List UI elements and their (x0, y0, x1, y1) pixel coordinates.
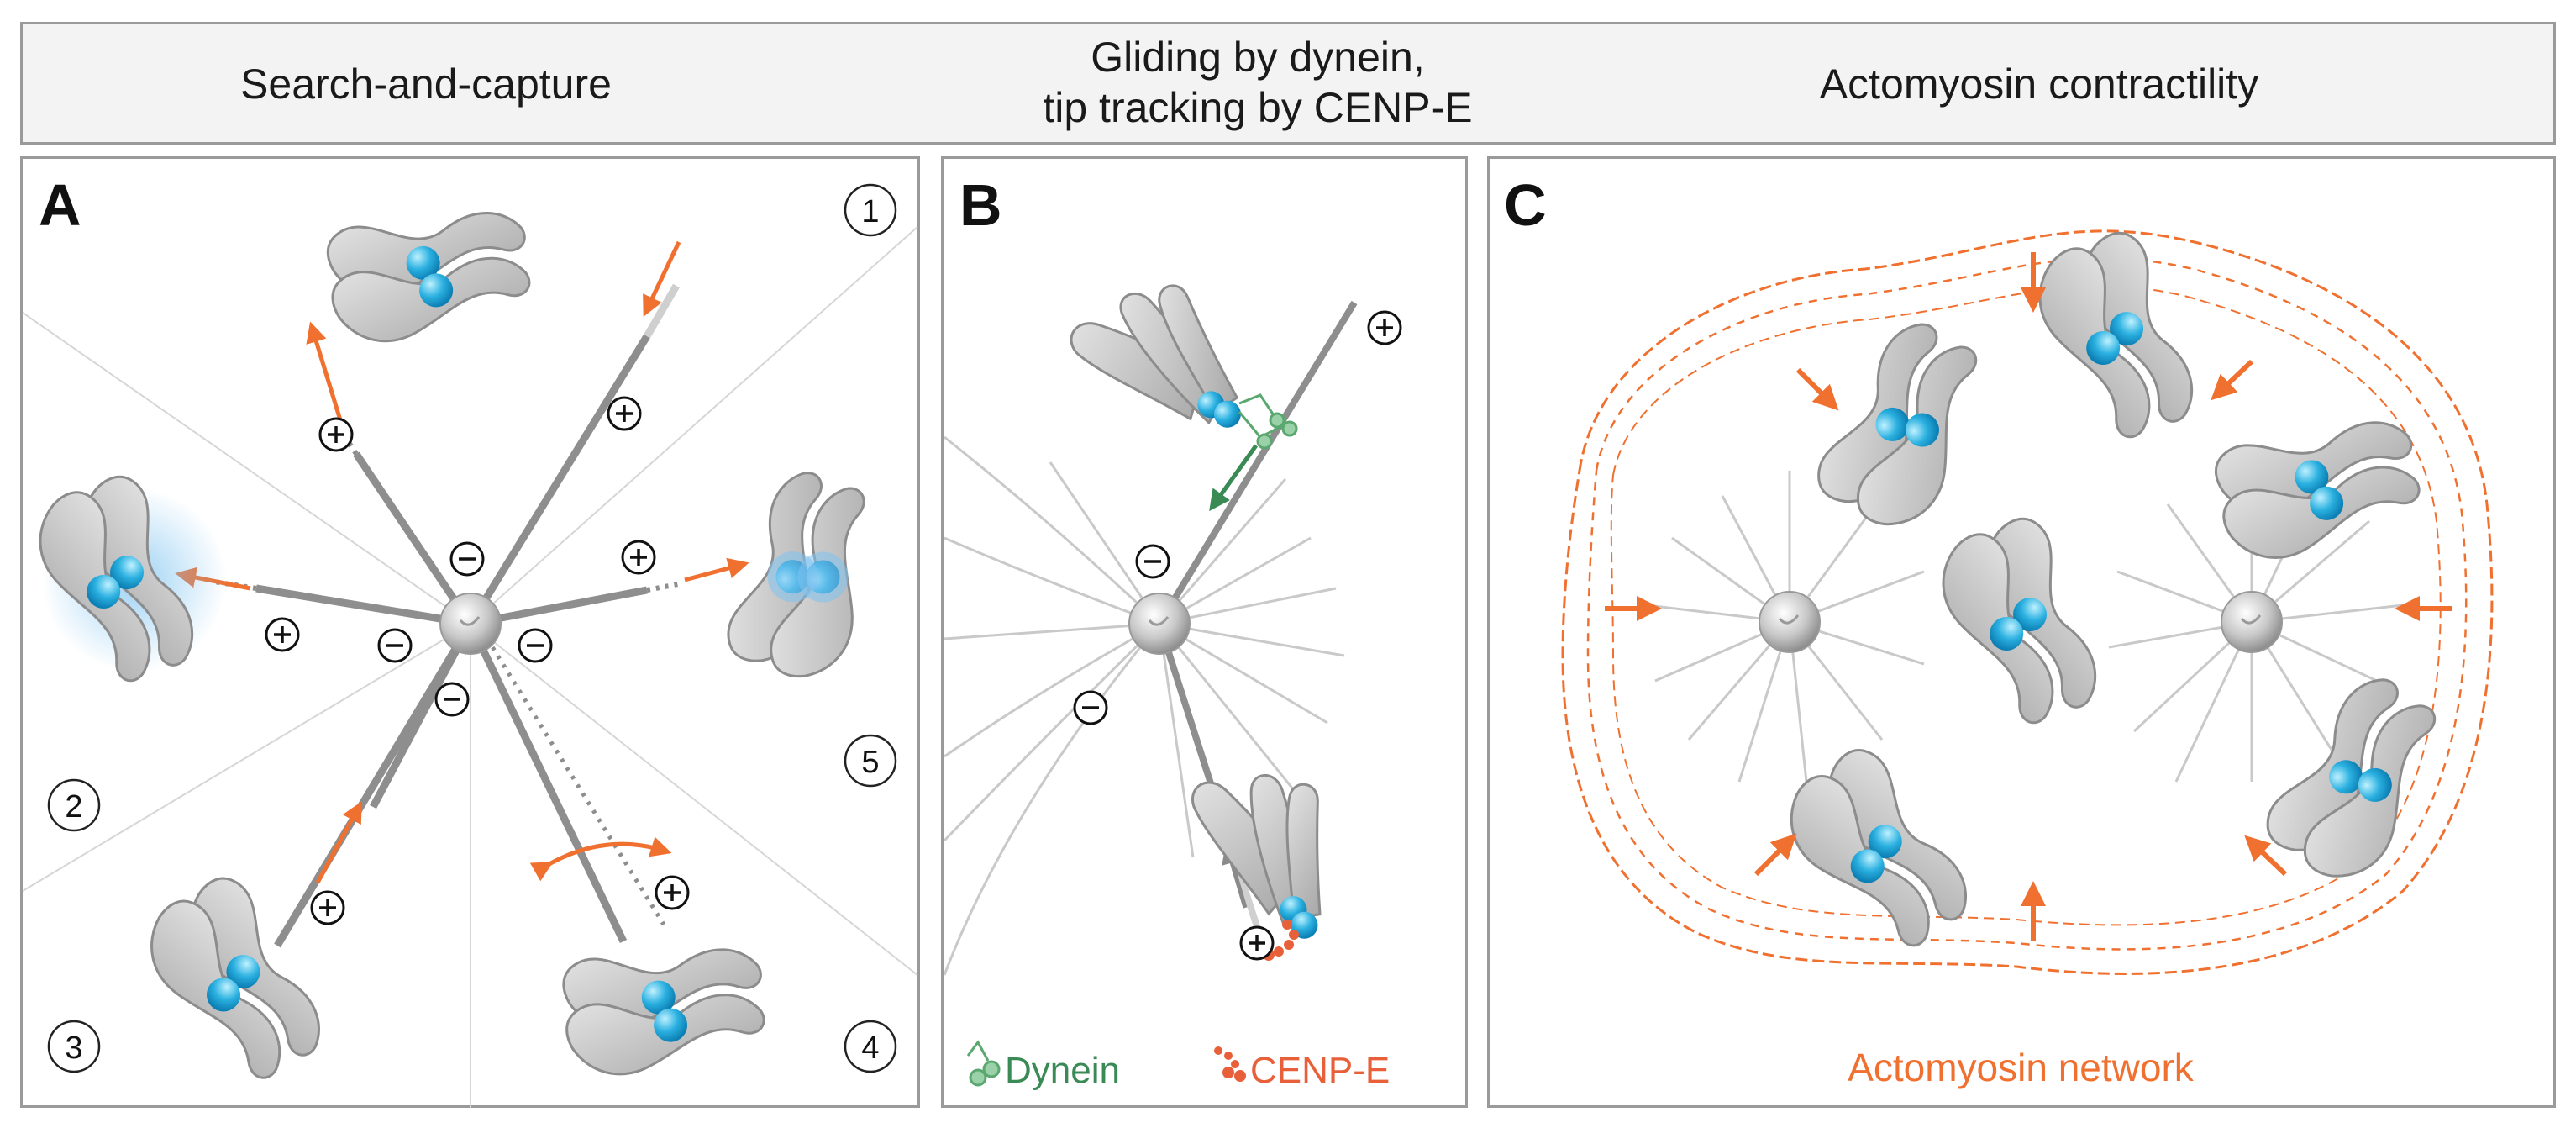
actomyosin-network-inner (1610, 285, 2442, 926)
header-gliding-line1: Gliding by dynein, (1091, 34, 1425, 81)
sector-divider (470, 226, 918, 625)
sector-marker-3: 3 (47, 1020, 101, 1073)
sector-marker-1: 1 (844, 183, 897, 237)
panel-a-drawing: A 1 2 3 4 5 (22, 172, 918, 1108)
panel-label-a: A (39, 172, 81, 238)
panel-c-drawing: C Actomyosin network (1504, 172, 2494, 1089)
sector-marker-4: 4 (844, 1020, 897, 1073)
sector-number-4: 4 (861, 1030, 879, 1066)
spindle-pole-c-right (2220, 590, 2284, 654)
sector-divider (470, 623, 918, 976)
legend-dynein-label: Dynein (1005, 1050, 1120, 1091)
plus-end-b-bottom (1239, 925, 1275, 961)
chromosome-5 (718, 463, 899, 692)
sector-marker-2: 2 (47, 778, 101, 832)
chromosome-4 (560, 946, 769, 1079)
spindle-pole-c-left (1758, 590, 1822, 654)
v-chromosome-cenpe (1170, 762, 1343, 942)
panel-b-drawing: B Dynein CENP-E (943, 172, 1402, 1091)
spindle-pole-a (439, 592, 502, 656)
dynein-direction-arrow (1209, 444, 1259, 512)
v-chromosome-dynein (1062, 273, 1246, 463)
dynein-motor (1238, 393, 1298, 450)
chromosome-c1 (1806, 311, 2010, 545)
sector-number-5: 5 (861, 745, 879, 780)
chromosome-c4 (1927, 510, 2108, 739)
panel-label-c: C (1504, 172, 1547, 238)
chromosome-c2 (2023, 224, 2205, 453)
panel-label-b: B (959, 172, 1002, 238)
minus-end-b-left (1073, 690, 1108, 725)
spindle-pole-b (1128, 592, 1191, 656)
chromosome-c5 (2255, 666, 2468, 898)
sector-divider (22, 623, 471, 892)
contraction-arrows (1605, 252, 2452, 941)
capture-arrows-panel-a (175, 240, 749, 884)
sector-number-2: 2 (65, 789, 82, 825)
sector-divider (22, 312, 471, 625)
legend-dynein-icon (966, 1040, 1001, 1087)
chromosome-1 (323, 208, 535, 348)
minus-end-b-top (1135, 544, 1170, 579)
header-actomyosin: Actomyosin contractility (1819, 61, 2259, 108)
header-search-and-capture: Search-and-capture (240, 61, 612, 108)
actomyosin-network-outer (1561, 229, 2494, 975)
sector-number-1: 1 (861, 194, 879, 229)
sector-marker-5: 5 (844, 734, 897, 788)
legend-cenpe-icon (1214, 1046, 1246, 1082)
microtubule-cenpe-track (1156, 622, 1222, 809)
header-gliding-line2: tip tracking by CENP-E (1043, 84, 1473, 131)
microtubule-dynein-track (1156, 300, 1358, 626)
actomyosin-network-middle (1586, 256, 2468, 951)
chromosome-c3 (2211, 414, 2428, 567)
astral-microtubules-b (943, 435, 1345, 976)
header-bar: Search-and-capture Gliding by dynein, ti… (20, 22, 2556, 145)
plus-end-b-top (1367, 310, 1402, 345)
actomyosin-network-label: Actomyosin network (1848, 1046, 2195, 1089)
sector-number-3: 3 (65, 1030, 82, 1066)
microtubules-panel-a (213, 283, 683, 948)
legend-cenpe-label: CENP-E (1250, 1050, 1390, 1091)
